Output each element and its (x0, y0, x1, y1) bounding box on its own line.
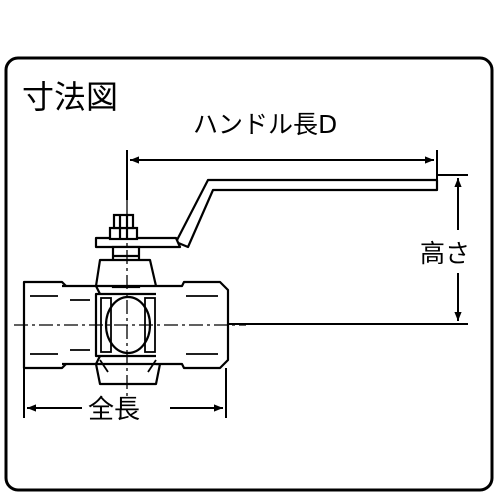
drawing-title: 寸法図 (22, 78, 118, 116)
total-length-label: 全長 (88, 395, 140, 425)
center-lines (14, 200, 246, 398)
handle-length-label: ハンドル長D (193, 110, 337, 139)
height-label: 高さ (420, 239, 470, 268)
total-length-dimension (23, 368, 227, 418)
stem-nut (108, 213, 139, 241)
handle-lever (94, 178, 439, 249)
